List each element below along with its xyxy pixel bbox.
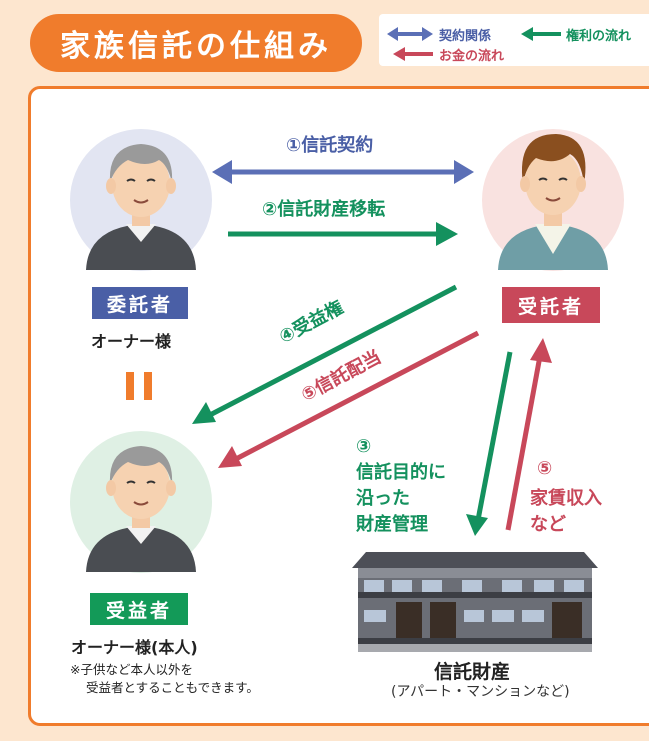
contract-arrow-icon [387,27,433,41]
page-title: 家族信託の仕組み [30,14,362,72]
management-line3: 財産管理 [356,514,428,535]
management-arrow [466,351,513,536]
benefit-arrow [192,284,458,424]
property-title: 信託財産 [434,661,511,683]
property-subtitle: (アパート・マンションなど) [391,684,570,700]
apartment-building-icon [352,552,598,652]
rent-arrow [505,338,552,531]
elderly-man-icon [70,431,212,573]
money-arrow-icon [393,47,433,61]
beneficiary-note-line2: 受益者とすることもできます。 [86,680,259,695]
contract-arrow [212,160,474,184]
equals-sign [126,372,156,400]
legend: 契約関係 権利の流れ お金の流れ [379,14,649,66]
truster-badge: 委託者 [92,287,188,319]
elderly-man-icon [70,129,212,271]
truster-name: オーナー様 [91,332,172,351]
transfer-arrow [228,222,458,246]
rent-number: ⑤ [537,458,553,479]
beneficiary-badge: 受益者 [90,593,188,625]
young-man-icon [482,129,624,271]
beneficiary-name: オーナー様(本人) [71,638,198,657]
trustee-badge: 受託者 [502,287,600,323]
legend-contract-label: 契約関係 [439,29,492,44]
dividend-arrow [218,330,480,468]
management-number: ③ [356,436,372,457]
rights-arrow-icon [521,27,561,41]
beneficiary-note-line1: ※子供など本人以外を [70,662,193,677]
rent-line1: 家賃収入 [530,488,602,509]
contract-label: ①信託契約 [286,135,374,156]
rent-line2: など [530,514,566,535]
management-line2: 沿った [356,488,410,509]
transfer-label: ②信託財産移転 [262,199,386,220]
legend-money-label: お金の流れ [439,49,505,64]
management-line1: 信託目的に [356,462,446,483]
legend-rights-label: 権利の流れ [566,29,632,44]
